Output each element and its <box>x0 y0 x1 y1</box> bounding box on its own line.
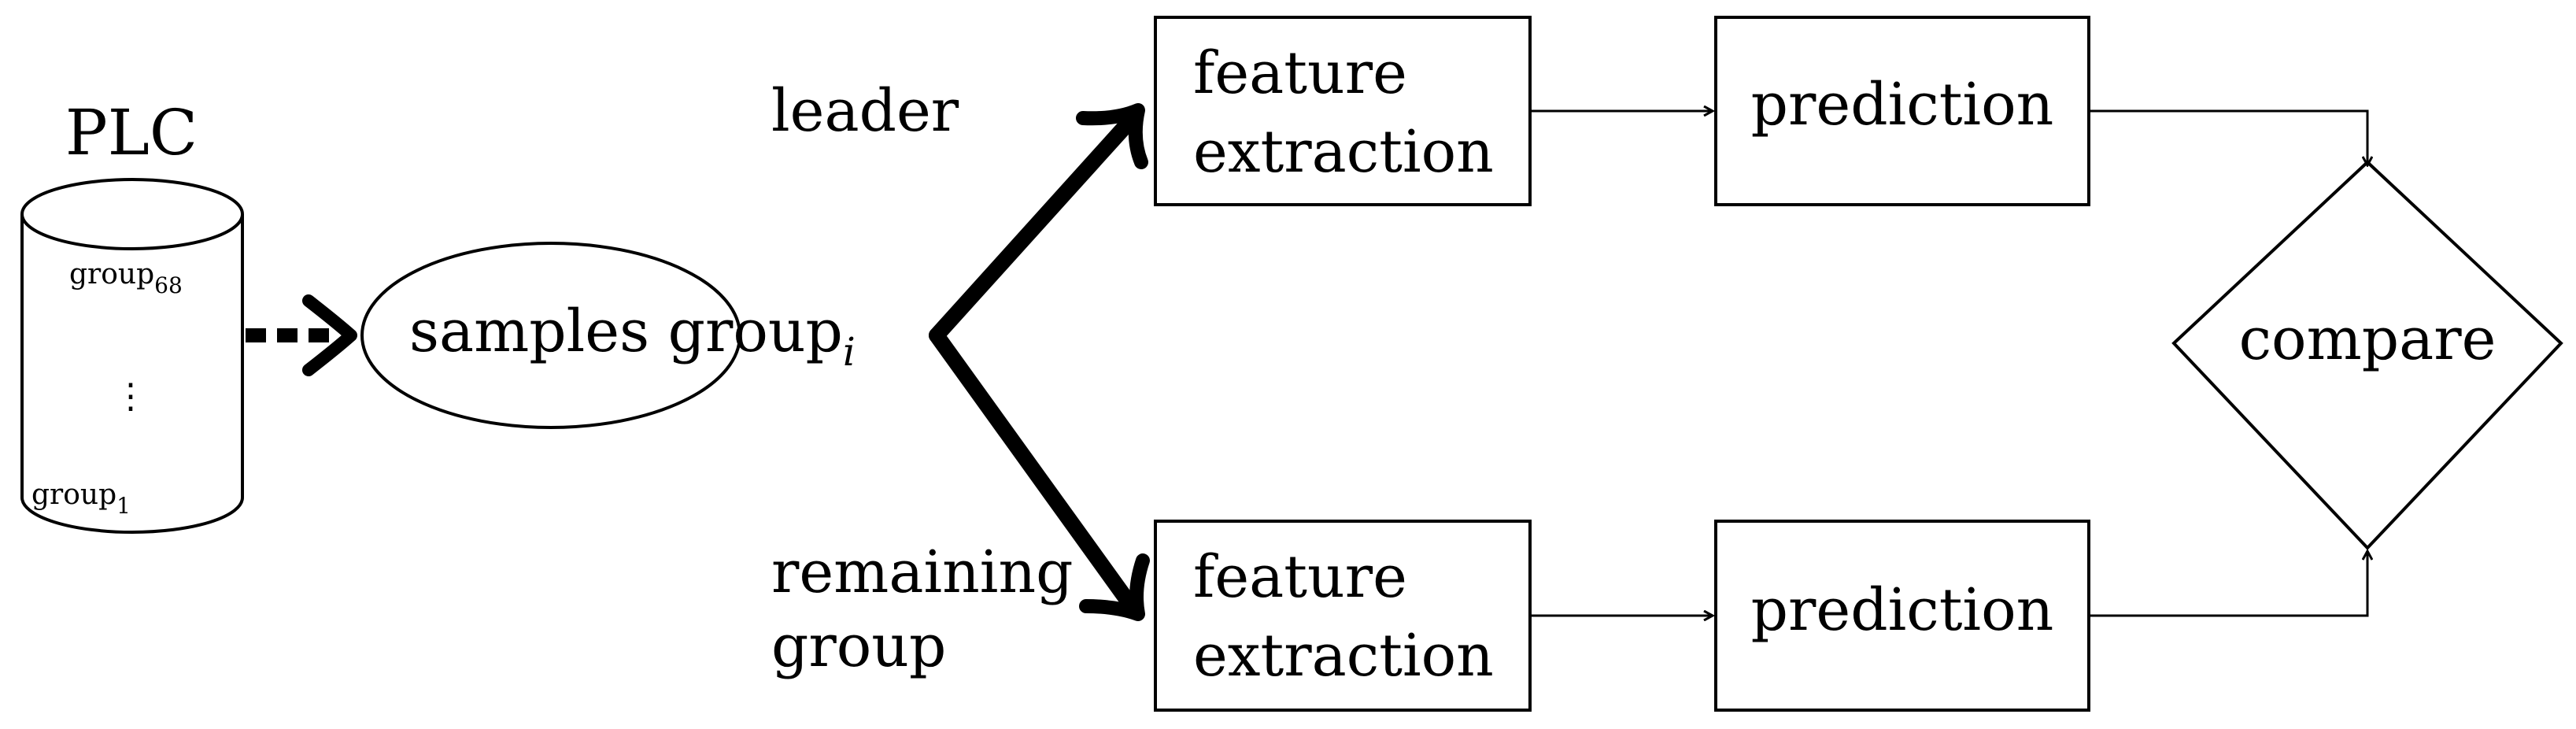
plc-database: PLC group68 ⋮ group1 <box>20 96 244 534</box>
top-group-label: group68 <box>69 258 183 298</box>
samples-group-node: samples groupi <box>360 242 856 429</box>
lower-prediction-box: prediction <box>1714 520 2090 712</box>
samples-ellipse <box>360 242 741 429</box>
group-label: group <box>771 612 946 680</box>
cylinder-top <box>20 178 244 250</box>
lower-prediction-to-compare-arrow <box>2089 551 2367 617</box>
upper-feature-label-line1: feature <box>1193 39 1407 107</box>
upper-prediction-box: prediction <box>1714 16 2090 206</box>
lower-branch-line <box>929 327 1135 608</box>
plc-title: PLC <box>65 96 198 169</box>
upper-feature-label-line2: extraction <box>1193 118 1494 186</box>
compare-diamond <box>2171 160 2563 550</box>
lower-feature-extraction-box: feature extraction <box>1154 520 1532 712</box>
dashed-arrow-to-samples <box>246 294 357 376</box>
leader-label: leader <box>771 77 959 145</box>
samples-label: samples groupi <box>409 298 856 375</box>
upper-feature-extraction-box: feature extraction <box>1154 16 1532 206</box>
compare-decision: compare <box>2171 160 2563 550</box>
cylinder-body <box>20 214 244 534</box>
lower-prediction-label: prediction <box>1751 576 2054 644</box>
lower-feature-label-line2: extraction <box>1193 622 1494 690</box>
vertical-ellipsis: ⋮ <box>113 376 148 416</box>
upper-prediction-to-compare-arrow <box>2089 109 2367 165</box>
branch-arrows <box>929 103 1150 621</box>
bottom-group-label: group1 <box>31 479 131 519</box>
upper-branch-head <box>1076 103 1148 169</box>
compare-label: compare <box>2239 305 2497 373</box>
upper-branch-line <box>929 117 1135 343</box>
lower-branch-head <box>1079 553 1150 621</box>
remaining-label: remaining <box>771 538 1073 606</box>
upper-prediction-label: prediction <box>1751 71 2054 139</box>
lower-feature-label-line1: feature <box>1193 543 1407 611</box>
